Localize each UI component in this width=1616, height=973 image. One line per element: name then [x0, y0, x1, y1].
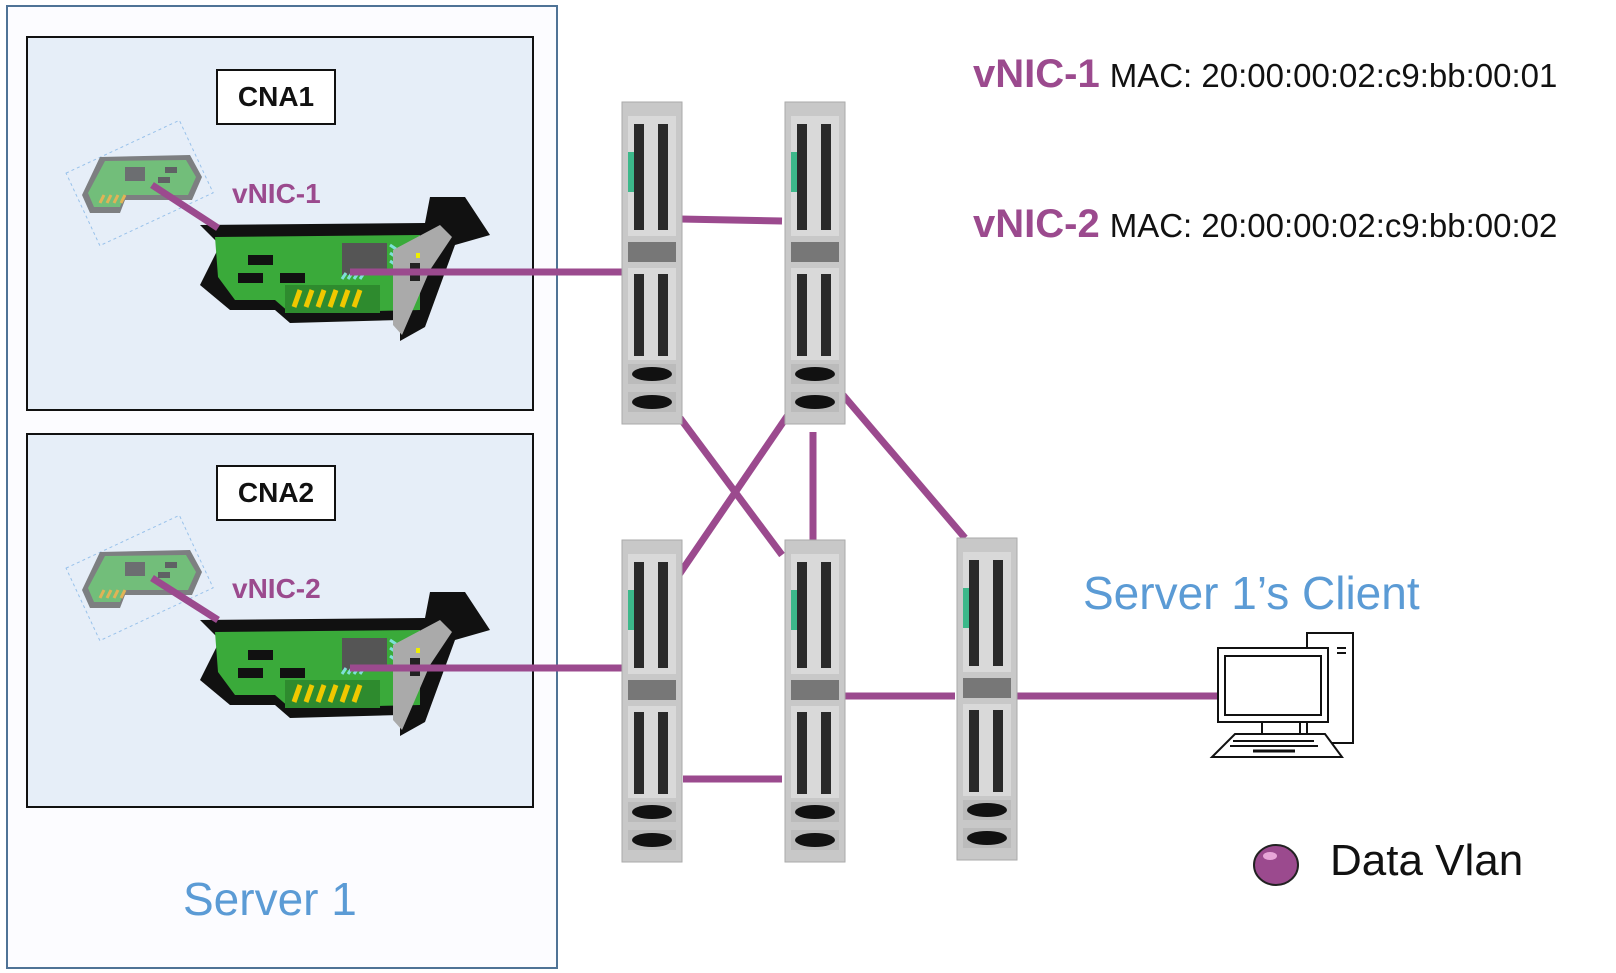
cna1-vnic-label: vNIC-1 — [232, 178, 321, 209]
cna2-label: CNA2 — [216, 465, 336, 521]
mac-row-vnic-label: vNIC-2 — [973, 202, 1100, 246]
link-top-left-bottom-middle — [677, 415, 785, 558]
switch-top-left-icon — [621, 101, 683, 425]
links — [150, 182, 1220, 783]
switch-bottom-middle-icon — [784, 539, 846, 863]
link-switch-top-pair — [679, 215, 783, 225]
mac-row-vnic-label: vNIC-1 — [973, 52, 1100, 96]
cna1-label: CNA1 — [216, 69, 336, 125]
mac-row-mac-value: MAC: 20:00:00:02:c9:bb:00:02 — [1109, 207, 1558, 244]
link-vnic1-cna1 — [150, 182, 220, 231]
client-computer-icon — [1209, 632, 1354, 758]
legend-label: Data Vlan — [1330, 836, 1524, 885]
link-vnic2-cna2 — [150, 575, 220, 623]
cna2-nic-card-icon — [66, 515, 490, 736]
link-top-right-bottom-right — [840, 392, 968, 541]
switch-bottom-left-icon — [621, 539, 683, 863]
server-label: Server 1 — [183, 873, 357, 925]
mac-row-mac-value: MAC: 20:00:00:02:c9:bb:00:01 — [1109, 57, 1558, 94]
switch-bottom-right-icon — [956, 537, 1018, 861]
cna1-nic-card-icon — [66, 120, 490, 341]
legend-data-vlan-icon — [1253, 844, 1299, 886]
cna2-vnic-label: vNIC-2 — [232, 573, 321, 604]
client-label: Server 1’s Client — [1083, 567, 1420, 619]
switch-top-right-icon — [784, 101, 846, 425]
link-top-right-bottom-left — [669, 388, 808, 587]
